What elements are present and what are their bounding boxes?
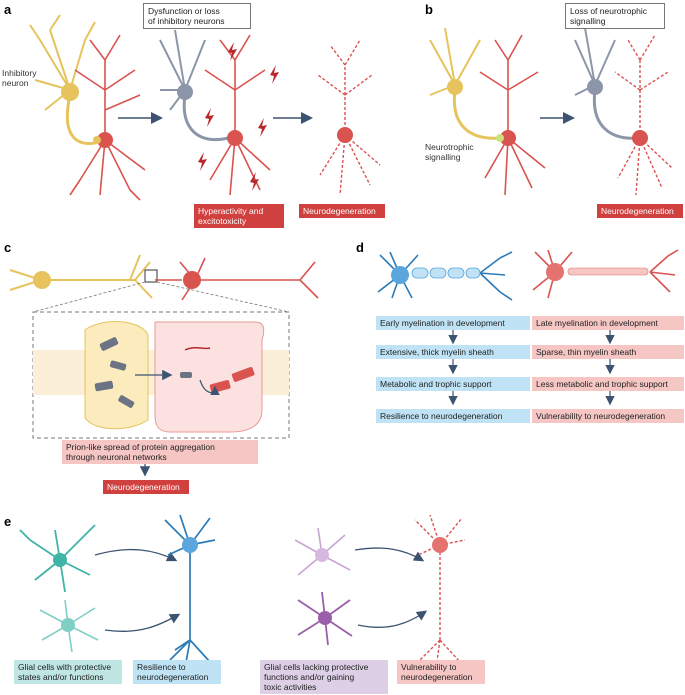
inhibitory-neuron-soma — [61, 83, 79, 101]
resilience-label: Resilience to neurodegeneration — [133, 660, 221, 684]
prion-spread-label: Prion-like spread of protein aggregation… — [62, 440, 258, 464]
panel-label-e: e — [4, 514, 12, 529]
lightning-icons — [198, 42, 279, 191]
panel-e-art — [19, 514, 466, 669]
glial-protective-label: Glial cells with protective states and/o… — [14, 660, 122, 684]
d-left-1: Early myelination in development — [376, 316, 530, 330]
vulnerability-label: Vulnerability to neurodegeneration — [397, 660, 485, 684]
neurodegeneration-a-label: Neurodegeneration — [299, 204, 385, 218]
d-right-3: Less metabolic and trophic support — [532, 377, 684, 391]
neurotrophic-signalling-label: Neurotrophic signalling — [425, 142, 474, 162]
d-left-4: Resilience to neurodegeneration — [376, 409, 530, 423]
panel-label-a: a — [4, 2, 12, 17]
inhibitory-neuron-label: Inhibitory neuron — [2, 68, 37, 88]
neurodegeneration-b-label: Neurodegeneration — [597, 204, 683, 218]
dysfunction-label: Dysfunction or loss of inhibitory neuron… — [143, 3, 251, 29]
panel-a-art — [29, 14, 381, 201]
d-right-1: Late myelination in development — [532, 316, 684, 330]
panel-label-b: b — [425, 2, 433, 17]
neurodegeneration-c-label: Neurodegeneration — [103, 480, 189, 494]
panel-label-c: c — [4, 240, 12, 255]
d-right-4: Vulnerability to neurodegeneration — [532, 409, 684, 423]
d-left-3: Metabolic and trophic support — [376, 377, 530, 391]
d-left-2: Extensive, thick myelin sheath — [376, 345, 530, 359]
panel-label-d: d — [356, 240, 364, 255]
panel-c-art — [9, 254, 319, 477]
glial-lacking-label: Glial cells lacking protective functions… — [260, 660, 388, 694]
panel-d-art — [377, 249, 679, 406]
d-right-2: Sparse, thin myelin sheath — [532, 345, 684, 359]
hyperactivity-label: Hyperactivity and excitotoxicity — [194, 204, 284, 228]
loss-neurotrophic-label: Loss of neurotrophic signalling — [565, 3, 665, 29]
panel-b-art — [429, 27, 673, 196]
